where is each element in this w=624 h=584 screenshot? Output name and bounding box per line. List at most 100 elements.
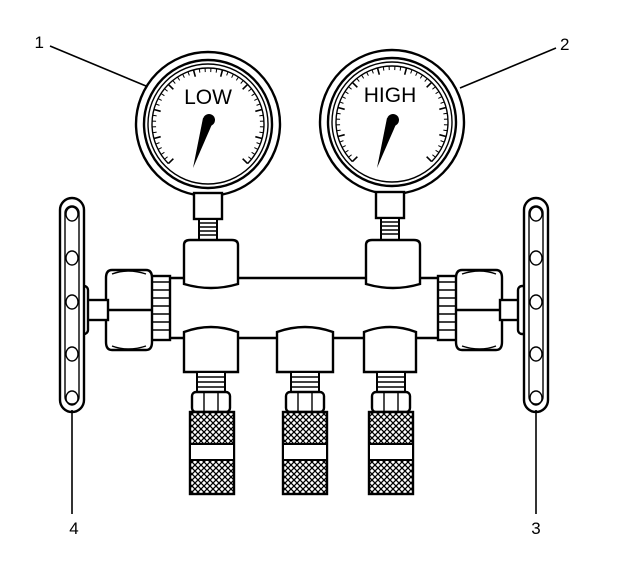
scale-tick bbox=[192, 69, 197, 77]
scale-tick bbox=[440, 140, 445, 143]
high-gauge-label: HIGH bbox=[364, 84, 417, 107]
scale-tick bbox=[443, 129, 448, 132]
scale-tick bbox=[438, 96, 443, 99]
scale-tick bbox=[351, 156, 358, 163]
scale-tick bbox=[182, 73, 185, 78]
high-side-valve bbox=[454, 268, 534, 352]
high-gauge-scale bbox=[335, 65, 449, 163]
scale-tick bbox=[256, 142, 261, 145]
scale-tick bbox=[424, 78, 428, 82]
scale-tick bbox=[443, 112, 448, 115]
low-gauge-scale bbox=[151, 67, 265, 165]
callout-1-leader bbox=[49, 45, 147, 87]
scale-tick bbox=[164, 88, 168, 92]
scale-tick bbox=[152, 114, 157, 117]
scale-tick bbox=[426, 81, 433, 88]
scale-tick bbox=[153, 108, 161, 113]
low-gauge-needle bbox=[193, 118, 213, 168]
scale-tick bbox=[251, 151, 256, 155]
scale-tick bbox=[366, 71, 369, 76]
scale-tick bbox=[399, 66, 402, 71]
scale-tick bbox=[155, 142, 160, 145]
scale-tick bbox=[339, 101, 344, 104]
callout-2-leader bbox=[459, 47, 557, 89]
scale-tick bbox=[157, 147, 162, 150]
scale-tick bbox=[255, 108, 263, 113]
scale-tick bbox=[160, 151, 165, 155]
scale-tick bbox=[438, 145, 443, 148]
scale-tick bbox=[187, 71, 190, 76]
scale-tick bbox=[415, 71, 418, 76]
scale-tick bbox=[439, 106, 447, 111]
scale-tick bbox=[235, 76, 239, 81]
scale-tick bbox=[351, 81, 358, 88]
high-side-hose-fitting bbox=[367, 371, 415, 496]
scale-tick bbox=[167, 83, 174, 90]
callout-2: 2 bbox=[560, 35, 569, 54]
scale-tick bbox=[242, 83, 249, 90]
scale-tick bbox=[344, 91, 349, 95]
scale-tick bbox=[337, 106, 345, 111]
scale-tick bbox=[157, 98, 162, 101]
scale-tick bbox=[231, 73, 234, 78]
low-pressure-gauge: LOW bbox=[134, 50, 282, 198]
scale-tick bbox=[435, 149, 440, 153]
scale-tick bbox=[336, 112, 341, 115]
scale-tick bbox=[356, 78, 360, 82]
scale-tick bbox=[215, 68, 218, 73]
scale-tick bbox=[348, 86, 352, 90]
low-side-handwheel[interactable] bbox=[58, 196, 86, 414]
scale-tick bbox=[254, 147, 259, 150]
scale-tick bbox=[259, 131, 264, 134]
scale-tick bbox=[432, 86, 436, 90]
high-side-handwheel[interactable] bbox=[522, 196, 550, 414]
utility-hose-fitting bbox=[281, 371, 329, 496]
low-side-valve bbox=[72, 268, 154, 352]
scale-tick bbox=[226, 71, 229, 76]
scale-tick bbox=[242, 158, 249, 165]
scale-tick bbox=[255, 135, 263, 140]
scale-tick bbox=[198, 68, 201, 73]
low-side-hose-fitting bbox=[188, 371, 236, 496]
scale-tick bbox=[426, 156, 433, 163]
scale-tick bbox=[251, 93, 256, 97]
scale-tick bbox=[403, 67, 408, 75]
scale-tick bbox=[259, 114, 264, 117]
callout-3: 3 bbox=[531, 519, 540, 538]
scale-tick bbox=[164, 156, 168, 160]
scale-tick bbox=[371, 69, 374, 74]
scale-tick bbox=[153, 135, 161, 140]
scale-tick bbox=[361, 74, 365, 79]
high-gauge-needle bbox=[377, 118, 397, 168]
scale-tick bbox=[348, 154, 352, 158]
callout-1: 1 bbox=[35, 33, 44, 52]
scale-tick bbox=[341, 96, 346, 99]
scale-tick bbox=[382, 66, 385, 71]
scale-tick bbox=[336, 129, 341, 132]
scale-tick bbox=[152, 131, 157, 134]
scale-tick bbox=[248, 156, 252, 160]
scale-tick bbox=[344, 149, 349, 153]
scale-tick bbox=[240, 80, 244, 84]
low-gauge-label: LOW bbox=[184, 86, 232, 109]
low-gauge-stem bbox=[192, 191, 224, 242]
scale-tick bbox=[432, 154, 436, 158]
scale-tick bbox=[160, 93, 165, 97]
scale-tick bbox=[248, 88, 252, 92]
scale-tick bbox=[254, 98, 259, 101]
scale-tick bbox=[419, 74, 423, 79]
scale-tick bbox=[439, 133, 447, 138]
scale-tick bbox=[177, 76, 181, 81]
scale-tick bbox=[339, 140, 344, 143]
callout-4: 4 bbox=[69, 519, 78, 538]
scale-tick bbox=[167, 158, 174, 165]
scale-tick bbox=[376, 67, 381, 75]
scale-tick bbox=[341, 145, 346, 148]
high-gauge-stem bbox=[374, 190, 406, 241]
scale-tick bbox=[337, 133, 345, 138]
scale-tick bbox=[256, 103, 261, 106]
scale-tick bbox=[435, 91, 440, 95]
high-pressure-gauge: HIGH bbox=[318, 48, 466, 196]
scale-tick bbox=[155, 103, 160, 106]
